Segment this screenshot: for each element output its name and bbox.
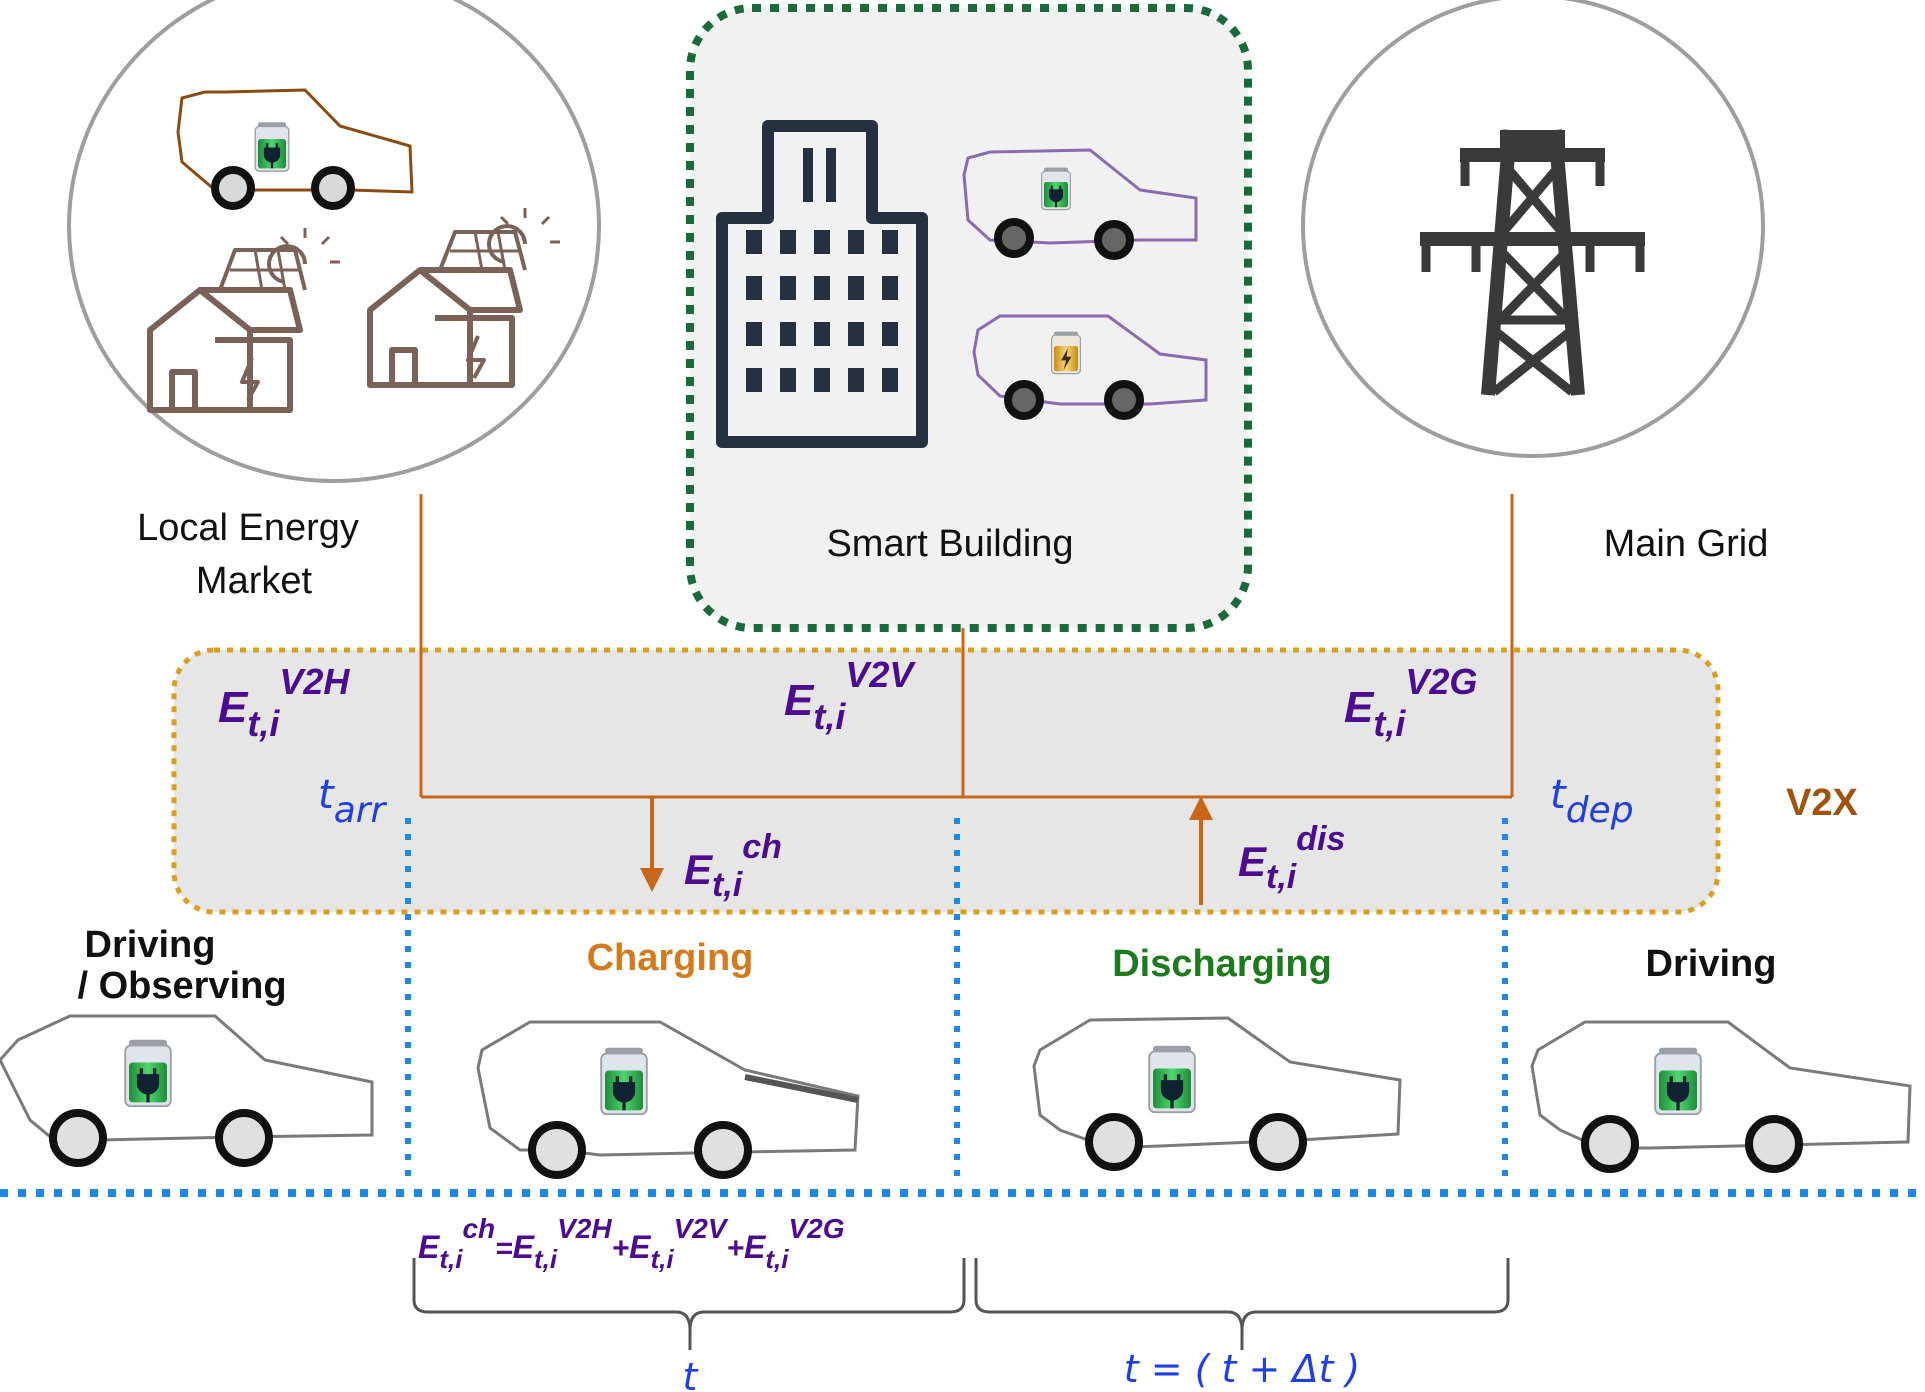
building-icon <box>716 120 928 448</box>
energy-discharging-label: Et,idis <box>1238 820 1345 896</box>
charging-equation: Et,ich=Et,iV2H+Et,iV2V+Et,iV2G <box>418 1213 845 1274</box>
local-energy-market-label-line1: Local Energy <box>137 507 359 549</box>
car-driving <box>1530 1020 1912 1173</box>
energy-v2g-label: Et,iV2G <box>1344 661 1477 744</box>
v2x-label: V2X <box>1786 782 1858 824</box>
smart-building-label: Smart Building <box>826 523 1073 565</box>
local-energy-market-node <box>67 0 601 483</box>
transmission-tower-icon <box>1420 129 1645 396</box>
left-brace-label: t <box>683 1355 700 1392</box>
car-icon <box>972 314 1208 420</box>
phase-dividers <box>405 818 1508 1178</box>
car-icon <box>176 88 414 210</box>
smart-building-node <box>686 4 1252 632</box>
power-connectors <box>419 494 1514 799</box>
phase-driving-observing-line2: / Observing <box>77 965 286 1007</box>
phase-charging-label: Charging <box>587 937 754 979</box>
phase-driving-label: Driving <box>1646 943 1777 985</box>
local-energy-market-label-line2: Market <box>196 560 313 602</box>
t-departure-label: tdep <box>1550 772 1634 831</box>
energy-charging-label: Et,ich <box>684 828 782 904</box>
left-brace <box>412 1258 966 1350</box>
phase-discharging-label: Discharging <box>1112 943 1332 985</box>
car-driving-observing <box>0 1014 374 1167</box>
main-grid-label: Main Grid <box>1604 523 1769 565</box>
v2x-panel <box>171 647 1721 915</box>
car-discharging <box>1032 1016 1402 1171</box>
solar-house-icon <box>147 228 340 413</box>
main-grid-node <box>1301 0 1765 458</box>
energy-v2h-label: Et,iV2H <box>218 661 350 744</box>
car-icon <box>962 148 1198 260</box>
t-arrival-label: tarr <box>318 772 388 831</box>
car-charging <box>476 1020 860 1179</box>
phase-driving-observing-line1: Driving <box>85 924 216 966</box>
energy-v2v-label: Et,iV2V <box>784 654 916 737</box>
right-brace-label: t = ( t + Δt ) <box>1124 1347 1361 1391</box>
solar-house-icon <box>367 208 560 388</box>
right-brace <box>974 1258 1510 1350</box>
